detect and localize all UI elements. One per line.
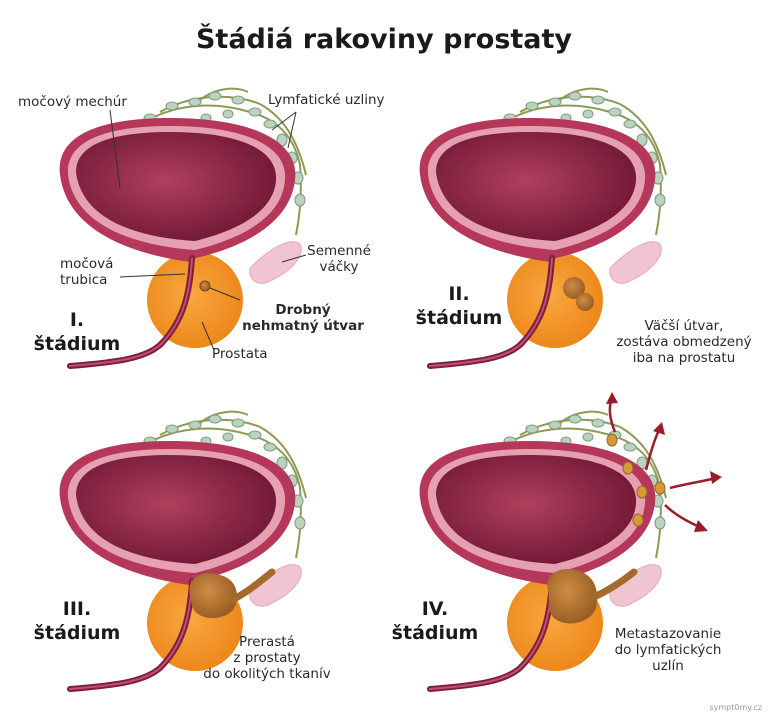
stage-2-description: Väčší útvar, zostáva obmedzený iba na pr… — [606, 318, 762, 366]
stage-2-heading: II. štádium — [404, 282, 514, 330]
arrowheads — [606, 392, 722, 532]
organ-illustration — [59, 87, 307, 369]
label-tumor-line2: nehmatný útvar — [242, 318, 364, 334]
stage-3-desc-line1: Prerastá — [239, 634, 295, 650]
stage-3-description: Prerastá z prostaty do okolitých tkanív — [192, 634, 342, 682]
tumor-small — [199, 280, 211, 292]
stage-4-number: IV. — [421, 598, 449, 620]
stage-3-number: III. — [62, 598, 92, 620]
label-seminal-line1: Semenné — [307, 243, 371, 259]
watermark: sympt0my.cz — [709, 703, 762, 712]
prostate — [147, 252, 243, 348]
label-lymph-nodes: Lymfatické uzliny — [268, 92, 385, 108]
leader-lines — [109, 109, 307, 351]
label-urethra: močová trubica — [60, 256, 113, 288]
label-urethra-line2: trubica — [60, 272, 108, 288]
label-urethra-line1: močová — [60, 256, 114, 272]
stage-2-number: II. — [448, 283, 470, 305]
stage-2-desc-line2: zostáva obmedzený — [616, 334, 752, 350]
label-prostate: Prostata — [212, 346, 268, 362]
label-seminal-line2: váčky — [319, 259, 359, 275]
tumor-metastatic — [547, 568, 598, 624]
stage-2-desc-line1: Väčší útvar, — [644, 318, 724, 334]
seminal-vesicle — [249, 241, 302, 284]
stage-4-description: Metastazovanie do lymfatických uzlín — [598, 626, 738, 674]
tumor-large — [189, 573, 238, 619]
bladder-cavity — [76, 132, 277, 241]
metastatic-nodes — [606, 433, 666, 527]
stage-3-heading: III. štádium — [22, 597, 132, 645]
stage-2-desc-line3: iba na prostatu — [632, 350, 736, 366]
label-seminal-vesicles: Semenné váčky — [306, 243, 372, 275]
stage-2-word: štádium — [415, 307, 503, 329]
stage-3-desc-line2: z prostaty — [233, 650, 301, 666]
lymph-node-cluster — [143, 91, 306, 207]
stage-3-word: štádium — [33, 622, 121, 644]
stage-1-word: štádium — [33, 333, 121, 355]
label-bladder: močový mechúr — [18, 94, 127, 110]
page-title: Štádiá rakoviny prostaty — [195, 24, 573, 55]
stage-4-desc-line3: uzlín — [652, 658, 684, 674]
stage-4-word: štádium — [391, 622, 479, 644]
label-tumor-line1: Drobný — [275, 302, 331, 318]
stage-4-heading: IV. štádium — [380, 597, 490, 645]
stage-3-desc-line3: do okolitých tkanív — [203, 666, 331, 682]
stage-1-heading: I. štádium — [22, 308, 132, 356]
stage-4-desc-line2: do lymfatických — [614, 642, 722, 658]
stage-1-number: I. — [69, 309, 85, 331]
tumor-medium — [563, 277, 594, 311]
stage-4-desc-line1: Metastazovanie — [614, 626, 722, 642]
label-tumor: Drobný nehmatný útvar — [240, 302, 366, 334]
